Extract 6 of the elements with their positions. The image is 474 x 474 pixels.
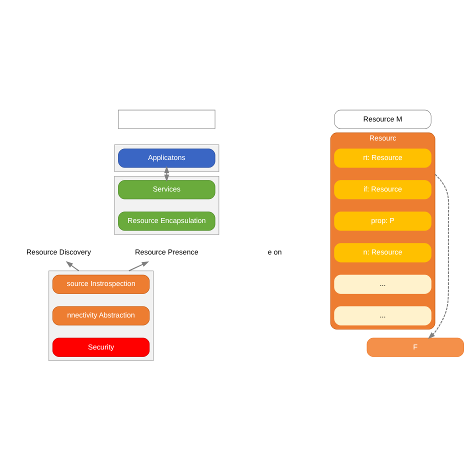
- arrow: [66, 260, 80, 271]
- cluster: [48, 270, 154, 361]
- arrow: [428, 173, 450, 339]
- node-box: [118, 109, 216, 128]
- cluster: [114, 144, 220, 172]
- arrow: [128, 260, 150, 271]
